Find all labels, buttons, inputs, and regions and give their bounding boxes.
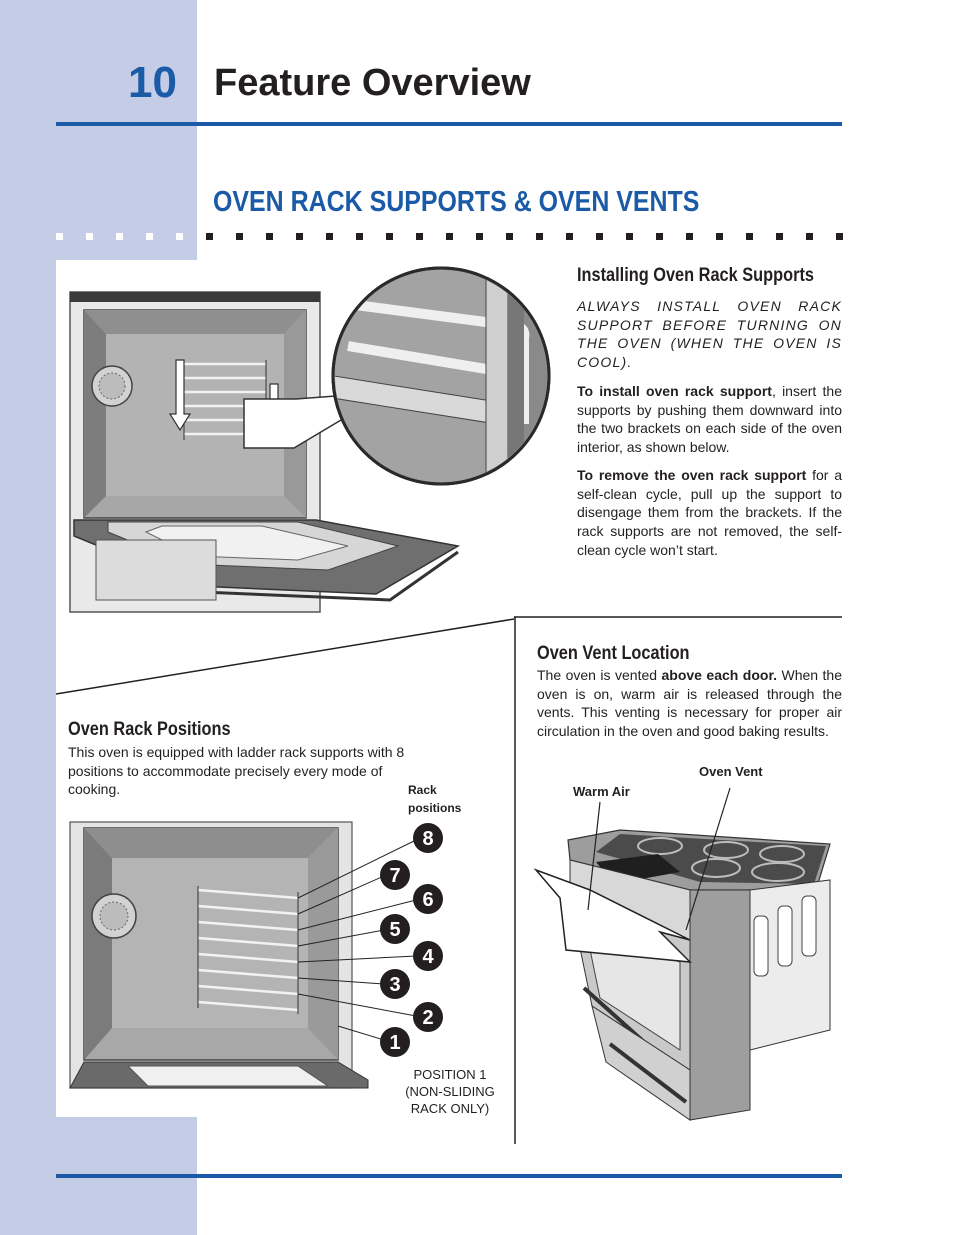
install-lead: To install oven rack support [577,383,772,399]
remove-text: for a self-clean cycle, pull up the supp… [577,467,842,558]
section-title: OVEN RACK SUPPORTS & OVEN VENTS [213,186,700,218]
rack-number-5: 5 [389,919,400,941]
rack-number-7: 7 [389,865,400,887]
rack-number-1: 1 [389,1032,400,1054]
note-line2: (NON-SLIDING [405,1084,495,1099]
position-1-note: POSITION 1 (NON-SLIDING RACK ONLY) [398,1066,502,1117]
vent-paragraph: The oven is vented above each door. When… [537,666,842,741]
page-title: Feature Overview [214,62,531,104]
bottom-rule [56,1174,842,1178]
vent-text-bold: above each door. [661,667,778,683]
vent-heading: Oven Vent Location [537,643,690,664]
install-paragraph: To install oven rack support, insert the… [577,382,842,457]
rack-number-4: 4 [422,946,434,968]
note-line3: RACK ONLY) [410,1101,490,1116]
rack-label-line1: Rack [408,783,437,797]
rack-position-badges: 8 7 6 5 4 3 2 1 [380,823,443,1057]
rack-positions-label: Rack positions [408,781,461,817]
oven-vent-label: Oven Vent [699,764,763,779]
rack-number-6: 6 [422,889,433,911]
rack-number-3: 3 [389,974,400,996]
vent-text-after: When the oven is on, warm air is release… [537,667,842,740]
warm-air-label: Warm Air [573,784,630,799]
positions-heading: Oven Rack Positions [68,719,231,740]
note-line1: POSITION 1 [413,1067,487,1082]
positions-paragraph: This oven is equipped with ladder rack s… [68,744,405,798]
rack-number-2: 2 [422,1007,433,1029]
oven-rack-support-illustration [69,266,551,613]
remove-paragraph: To remove the oven rack support for a se… [577,466,842,560]
dotted-divider [56,233,843,240]
oven-rack-positions-illustration [69,821,417,1089]
remove-lead: To remove the oven rack support [577,467,807,483]
page-number: 10 [128,58,177,107]
vent-text-before: The oven is vented [537,667,662,683]
rack-number-8: 8 [422,828,433,850]
range-vent-illustration [533,787,831,1121]
caution-text: ALWAYS INSTALL OVEN RACK SUPPORT BEFORE … [577,298,842,371]
rack-label-line2: positions [408,801,462,815]
install-text: , insert the supports by pushing them do… [577,383,842,456]
top-rule [56,122,842,126]
installing-heading: Installing Oven Rack Supports [577,265,814,286]
